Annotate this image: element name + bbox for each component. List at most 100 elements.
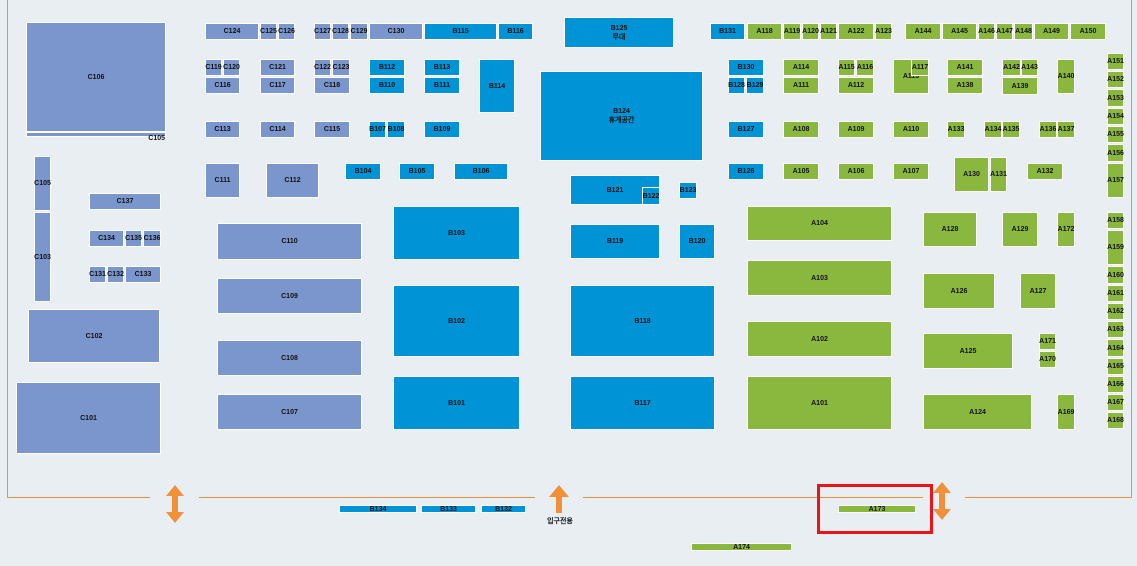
- booth-a147[interactable]: A147: [996, 23, 1013, 40]
- booth-b102[interactable]: B102: [393, 285, 520, 357]
- booth-a105[interactable]: A105: [783, 163, 819, 180]
- booth-b115[interactable]: B115: [424, 23, 497, 40]
- booth-c106[interactable]: C106: [26, 22, 166, 132]
- booth-b117[interactable]: B117: [570, 376, 715, 430]
- booth-c123[interactable]: C123: [332, 59, 350, 76]
- booth-c125[interactable]: C125: [260, 23, 277, 40]
- booth-b123[interactable]: B123: [679, 182, 697, 199]
- booth-a159[interactable]: A159: [1107, 230, 1124, 265]
- booth-a167[interactable]: A167: [1107, 394, 1124, 411]
- booth-a132[interactable]: A132: [1027, 163, 1063, 180]
- booth-c108[interactable]: C108: [217, 340, 362, 376]
- booth-a107[interactable]: A107: [893, 163, 929, 180]
- booth-c105[interactable]: C105: [34, 156, 51, 211]
- booth-a143[interactable]: A143: [1021, 59, 1038, 76]
- booth-a102[interactable]: A102: [747, 321, 892, 357]
- booth-a152[interactable]: A152: [1107, 71, 1124, 88]
- booth-a144[interactable]: A144: [905, 23, 941, 40]
- booth-b106[interactable]: B106: [454, 163, 508, 180]
- booth-c130[interactable]: C130: [369, 23, 423, 40]
- booth-a160[interactable]: A160: [1107, 266, 1124, 284]
- booth-b116[interactable]: B116: [498, 23, 533, 40]
- booth-c137[interactable]: C137: [89, 193, 161, 210]
- booth-a101[interactable]: A101: [747, 376, 892, 430]
- booth-c116[interactable]: C116: [205, 77, 240, 94]
- booth-b105[interactable]: B105: [399, 163, 435, 180]
- booth-a103[interactable]: A103: [747, 260, 892, 296]
- booth-a138[interactable]: A138: [947, 77, 983, 94]
- booth-a114[interactable]: A114: [783, 59, 819, 76]
- booth-a162[interactable]: A162: [1107, 303, 1124, 320]
- booth-b110[interactable]: B110: [369, 77, 405, 94]
- booth-c114[interactable]: C114: [260, 121, 295, 138]
- booth-c103[interactable]: C103: [34, 212, 51, 302]
- booth-b129[interactable]: B129: [746, 77, 764, 94]
- booth-a172[interactable]: A172: [1057, 212, 1075, 247]
- booth-a129[interactable]: A129: [1002, 212, 1038, 247]
- booth-a135[interactable]: A135: [1002, 121, 1020, 138]
- booth-c120[interactable]: C120: [223, 59, 240, 76]
- booth-a115[interactable]: A115: [838, 59, 855, 76]
- booth-c126[interactable]: C126: [278, 23, 295, 40]
- booth-a116[interactable]: A116: [856, 59, 874, 76]
- booth-a106[interactable]: A106: [838, 163, 874, 180]
- booth-a125[interactable]: A125: [923, 333, 1013, 369]
- booth-c119[interactable]: C119: [205, 59, 222, 76]
- booth-a146[interactable]: A146: [978, 23, 995, 40]
- booth-c129[interactable]: C129: [350, 23, 368, 40]
- booth-a111[interactable]: A111: [783, 77, 819, 94]
- booth-b131[interactable]: B131: [710, 23, 745, 40]
- booth-c110[interactable]: C110: [217, 223, 362, 260]
- booth-a158[interactable]: A158: [1107, 212, 1124, 229]
- booth-a122[interactable]: A122: [838, 23, 874, 40]
- booth-a133[interactable]: A133: [947, 121, 965, 138]
- booth-a174[interactable]: A174: [691, 543, 792, 551]
- booth-c132[interactable]: C132: [107, 266, 124, 283]
- booth-a149[interactable]: A149: [1034, 23, 1069, 40]
- booth-a131[interactable]: A131: [990, 157, 1007, 192]
- booth-c127[interactable]: C127: [314, 23, 331, 40]
- booth-b120[interactable]: B120: [679, 224, 715, 259]
- booth-a112[interactable]: A112: [838, 77, 874, 94]
- booth-b111[interactable]: B111: [424, 77, 460, 94]
- booth-b130[interactable]: B130: [728, 59, 764, 76]
- booth-b133[interactable]: B133: [421, 505, 476, 513]
- booth-b126[interactable]: B126: [728, 163, 764, 180]
- booth-b122[interactable]: B122: [642, 187, 660, 205]
- booth-a124[interactable]: A124: [923, 394, 1032, 430]
- booth-a169[interactable]: A169: [1057, 394, 1075, 430]
- booth-c109[interactable]: C109: [217, 278, 362, 314]
- booth-a156[interactable]: A156: [1107, 144, 1124, 162]
- booth-c121[interactable]: C121: [260, 59, 295, 76]
- booth-c135[interactable]: C135: [125, 230, 142, 247]
- booth-a157[interactable]: A157: [1107, 163, 1124, 198]
- booth-a119[interactable]: A119: [783, 23, 801, 40]
- booth-a118[interactable]: A118: [747, 23, 782, 40]
- booth-a141[interactable]: A141: [947, 59, 983, 76]
- booth-a165[interactable]: A165: [1107, 358, 1124, 375]
- booth-a108[interactable]: A108: [783, 121, 819, 138]
- booth-a136[interactable]: A136: [1039, 121, 1057, 138]
- booth-a168[interactable]: A168: [1107, 412, 1124, 429]
- booth-a166[interactable]: A166: [1107, 376, 1124, 393]
- booth-b128[interactable]: B128: [728, 77, 745, 94]
- booth-b127[interactable]: B127: [728, 121, 764, 138]
- booth-a127[interactable]: A127: [1020, 273, 1056, 309]
- booth-c122[interactable]: C122: [314, 59, 331, 76]
- booth-a155[interactable]: A155: [1107, 126, 1124, 143]
- booth-b107[interactable]: B107: [369, 121, 386, 138]
- booth-a110[interactable]: A110: [893, 121, 929, 138]
- booth-a163[interactable]: A163: [1107, 321, 1124, 338]
- booth-b109[interactable]: B109: [424, 121, 460, 138]
- booth-a139[interactable]: A139: [1002, 77, 1038, 95]
- booth-b103[interactable]: B103: [393, 206, 520, 260]
- booth-a150[interactable]: A150: [1070, 23, 1106, 40]
- booth-c102[interactable]: C102: [28, 309, 160, 363]
- booth-a151[interactable]: A151: [1107, 53, 1124, 70]
- booth-a128[interactable]: A128: [923, 212, 977, 247]
- booth-a154[interactable]: A154: [1107, 108, 1124, 125]
- booth-c117[interactable]: C117: [260, 77, 295, 94]
- booth-c124[interactable]: C124: [205, 23, 259, 40]
